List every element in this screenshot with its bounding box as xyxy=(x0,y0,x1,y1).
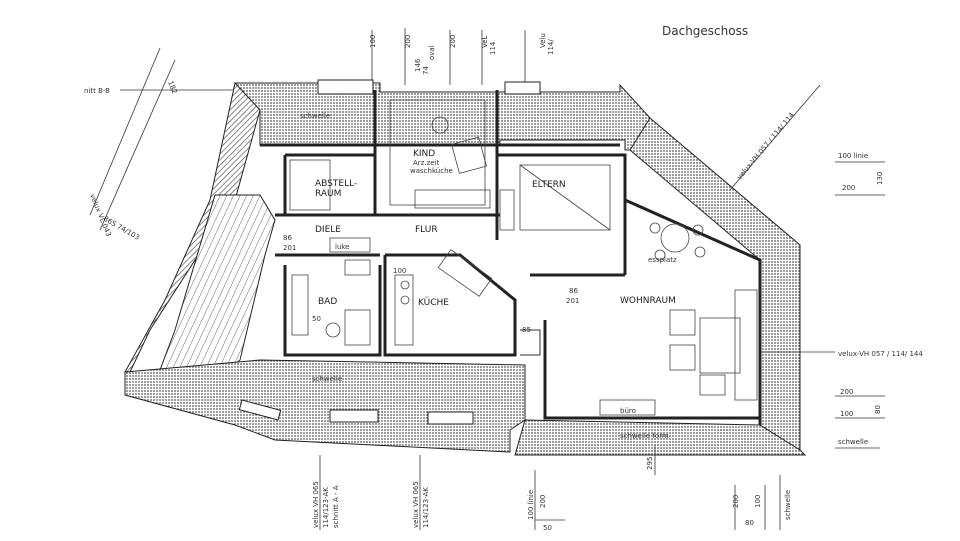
dim-top-10: Velu xyxy=(539,33,547,48)
section-label: nitt B-B xyxy=(84,87,110,95)
room-abstellraum-2: RAUM xyxy=(315,189,341,199)
bottom-schwelle: schwelle xyxy=(784,490,792,520)
kueche-room: KÜCHE xyxy=(394,249,493,346)
velux-vh057-right: velux-VH 057 / 114/ 144 xyxy=(838,350,923,358)
kind-room: KIND Arz.zeit waschküche xyxy=(389,99,491,209)
schnitt-aa: schnitt A - A xyxy=(332,485,340,528)
dim-top-7: VeL xyxy=(481,35,489,48)
bottom-annotations: velux VH 065 114/123-AK schnitt A - A ve… xyxy=(312,445,792,532)
velux-vl043-label: velux VL 043 xyxy=(88,193,112,238)
label-schwelle-right: schwelle form xyxy=(620,432,669,440)
dim-top-1: 100 xyxy=(369,35,377,48)
dim-182: 182 xyxy=(166,80,178,95)
svg-text:50: 50 xyxy=(312,315,321,323)
dim-200-b: 200 xyxy=(840,388,853,396)
bottom-200: 200 xyxy=(539,495,547,508)
label-essplatz: essplatz xyxy=(648,256,677,264)
svg-text:201: 201 xyxy=(566,297,579,305)
room-bad: BAD xyxy=(318,297,337,307)
dim-top-3: 200 xyxy=(449,35,457,48)
svg-text:100: 100 xyxy=(393,267,406,275)
dim-200-a: 200 xyxy=(842,184,855,192)
dim-top-6: 146 xyxy=(414,58,422,72)
label-schwelle-far-right: schwelle xyxy=(838,438,868,446)
dim-100-linie: 100 linie xyxy=(838,152,868,160)
inner-dimensions: 86 201 86 201 85 100 50 xyxy=(283,234,579,334)
velux-vh065-b-dims: 114/123-AK xyxy=(422,487,430,528)
room-abstellraum: ABSTELL- xyxy=(315,179,357,189)
eltern-room: ELTERN xyxy=(499,164,611,231)
diagonal-dimension: 182 velux VL 043 86S 74/103 xyxy=(88,47,179,242)
bottom-100linie: 100 linie xyxy=(527,490,535,520)
dim-130: 130 xyxy=(876,172,884,185)
dim-top-9: 114/ xyxy=(547,39,555,55)
dim-top-8: 114 xyxy=(489,41,497,55)
dim-top-4: oval xyxy=(428,45,436,60)
room-diele: DIELE xyxy=(315,225,341,235)
svg-text:86: 86 xyxy=(569,287,578,295)
bad-room: BAD xyxy=(291,274,371,346)
room-kueche: KÜCHE xyxy=(418,297,449,308)
room-kind-note1: Arz.zeit xyxy=(413,159,439,167)
label-luke: luke xyxy=(335,243,350,251)
dim-100: 100 xyxy=(840,410,853,418)
velux-vh065-a-dims: 114/123-AK xyxy=(322,487,330,528)
dim-80: 80 xyxy=(874,405,882,414)
diele-flur: DIELE FLUR luke xyxy=(315,225,438,276)
top-dimensions: 100 200 200 oval 74 146 VeL 114 114/ Vel… xyxy=(369,28,555,85)
room-wohnraum: WOHNRAUM xyxy=(620,296,676,306)
bottom-100: 100 xyxy=(754,495,762,508)
room-kind-note2: waschküche xyxy=(410,167,453,175)
bottom-295: 295 xyxy=(646,457,654,470)
velux-vh065-a: velux VH 065 xyxy=(312,481,320,528)
wohnraum-room: WOHNRAUM essplatz büro xyxy=(599,222,758,416)
dim-top-5: 74 xyxy=(422,66,430,75)
room-eltern: ELTERN xyxy=(532,180,566,190)
svg-text:86: 86 xyxy=(283,234,292,242)
bottom-200b: 200 xyxy=(732,495,740,508)
label-buero: büro xyxy=(620,407,636,415)
label-schwelle-top: schwelle xyxy=(300,112,330,120)
abstell-room: ABSTELL- RAUM xyxy=(289,159,357,211)
svg-text:201: 201 xyxy=(283,244,296,252)
bottom-50: 50 xyxy=(543,524,552,532)
svg-text:85: 85 xyxy=(522,326,531,334)
room-kind: KIND xyxy=(413,149,435,159)
dim-top-2: 200 xyxy=(404,35,412,48)
velux-vh057-top: velux-VH 057 / 114/ 114 xyxy=(735,111,796,182)
room-flur: FLUR xyxy=(415,225,438,235)
plan-title: Dachgeschoss xyxy=(662,24,748,38)
bottom-80: 80 xyxy=(745,519,754,527)
walls xyxy=(260,90,762,425)
label-schwelle-bottom: schwelle xyxy=(312,375,342,383)
roof-outline xyxy=(124,79,807,456)
velux-vh065-b: velux VH 065 xyxy=(412,481,420,528)
